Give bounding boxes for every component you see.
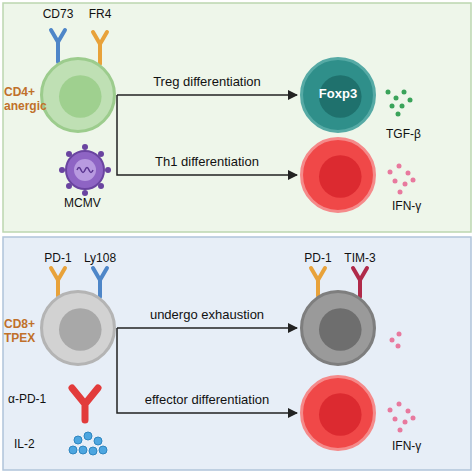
cell-label: CD4+ anergic bbox=[4, 86, 52, 114]
cell-node: IFN-γ bbox=[300, 375, 376, 451]
cytokine-dot bbox=[99, 446, 107, 454]
edge-label: effector differentiation bbox=[145, 392, 270, 407]
cell-nucleus bbox=[59, 75, 102, 118]
virus-spike bbox=[82, 144, 88, 150]
cytokine-dot bbox=[393, 417, 398, 422]
cytokine-dot bbox=[398, 190, 403, 195]
cytokine-dots bbox=[388, 164, 416, 195]
cytokine-dot bbox=[79, 446, 87, 454]
arrow-connector bbox=[117, 95, 297, 175]
cytokine-dot bbox=[397, 332, 402, 337]
cytokine-dot bbox=[89, 447, 97, 455]
receptor-symbol bbox=[353, 268, 367, 297]
cytokine-dots bbox=[390, 332, 402, 349]
virus-genome bbox=[77, 168, 93, 173]
cell-label: Foxp3 bbox=[300, 87, 376, 102]
cell-nucleus bbox=[319, 393, 362, 436]
edge-label: Treg differentiation bbox=[153, 74, 261, 89]
cell-label: Ly108 bbox=[78, 252, 122, 266]
cytokine-dot bbox=[406, 409, 411, 414]
cell-label: PD-1 bbox=[298, 252, 338, 266]
cell-shape bbox=[40, 290, 116, 366]
cytokine-dots bbox=[386, 90, 413, 117]
edge-label: undergo exhaustion bbox=[150, 307, 264, 322]
receptor-symbol bbox=[51, 268, 65, 296]
cell-shape bbox=[300, 375, 376, 451]
cytokine-dot bbox=[408, 98, 413, 103]
receptor-symbol bbox=[311, 268, 325, 296]
cell-nucleus bbox=[59, 308, 102, 351]
cytokine-dot bbox=[74, 436, 82, 444]
cytokine-dot bbox=[390, 338, 395, 343]
cell-shape bbox=[300, 290, 376, 366]
cytokine-dot bbox=[390, 104, 395, 109]
cytokine-dot bbox=[397, 402, 402, 407]
bottom-panel bbox=[3, 237, 471, 470]
item-label: α-PD-1 bbox=[8, 392, 46, 406]
virus-spike bbox=[105, 167, 111, 173]
cell-label: CD8+ TPEX bbox=[4, 318, 48, 346]
cell-shape bbox=[40, 57, 116, 133]
arrow-connector bbox=[117, 94, 297, 96]
cytokine-dot bbox=[396, 112, 401, 117]
receptor-symbol bbox=[93, 268, 107, 297]
cell-shape bbox=[300, 137, 376, 213]
cell-membrane bbox=[42, 59, 115, 132]
antibody-symbol bbox=[72, 388, 98, 420]
arrow-connector bbox=[117, 327, 297, 329]
cell-label: TIM-3 bbox=[338, 252, 382, 266]
cytokine-dot bbox=[84, 432, 92, 440]
cell-label: IFN-γ bbox=[392, 440, 442, 454]
cytokine-dot bbox=[411, 416, 416, 421]
cytokine-dot bbox=[388, 408, 393, 413]
cell-label: PD-1 bbox=[38, 252, 78, 266]
cell-node: PD-1Ly108CD8+ TPEX bbox=[40, 290, 116, 366]
cell-node: CD73FR4CD4+ anergic bbox=[40, 57, 116, 133]
cytokine-dot bbox=[400, 104, 405, 109]
cytokine-dot bbox=[402, 90, 407, 95]
cytokine-dots bbox=[69, 432, 107, 455]
receptor-symbol bbox=[93, 32, 107, 64]
cell-label: CD73 bbox=[38, 8, 78, 22]
cell-node: PD-1TIM-3 bbox=[300, 290, 376, 366]
cytokine-dots bbox=[388, 402, 416, 433]
cytokine-dot bbox=[403, 182, 408, 187]
cell-membrane bbox=[302, 292, 375, 365]
cytokine-dot bbox=[94, 437, 102, 445]
cytokine-dot bbox=[388, 170, 393, 175]
cell-membrane bbox=[302, 139, 375, 212]
cytokine-dot bbox=[398, 428, 403, 433]
cytokine-dot bbox=[406, 171, 411, 176]
cytokine-dot bbox=[394, 96, 399, 101]
item-label: MCMV bbox=[64, 196, 101, 210]
cytokine-dot bbox=[403, 420, 408, 425]
cytokine-dot bbox=[386, 90, 391, 95]
cytokine-dot bbox=[393, 179, 398, 184]
cell-node: Foxp3TGF-β bbox=[300, 57, 376, 133]
virus-spike bbox=[59, 167, 65, 173]
item-label: IL-2 bbox=[14, 437, 35, 451]
cytokine-dot bbox=[411, 178, 416, 183]
cell-membrane bbox=[42, 292, 115, 365]
cell-nucleus bbox=[319, 155, 362, 198]
cytokine-dot bbox=[69, 446, 77, 454]
cell-label: FR4 bbox=[80, 8, 120, 22]
top-panel bbox=[3, 3, 471, 232]
arrow-connector bbox=[117, 328, 297, 413]
virus-core bbox=[74, 159, 96, 181]
cytokine-dot bbox=[396, 344, 401, 349]
cell-label: TGF-β bbox=[386, 128, 436, 142]
cytokine-dot bbox=[397, 164, 402, 169]
cell-membrane bbox=[302, 377, 375, 450]
virus-spike bbox=[82, 190, 88, 196]
virus-symbol bbox=[59, 144, 111, 196]
cell-nucleus bbox=[319, 308, 362, 351]
edge-label: Th1 differentiation bbox=[155, 154, 259, 169]
receptor-symbol bbox=[51, 30, 65, 62]
virus-capsid bbox=[66, 151, 104, 189]
cell-label: IFN-γ bbox=[392, 200, 442, 214]
cell-node: IFN-γ bbox=[300, 137, 376, 213]
